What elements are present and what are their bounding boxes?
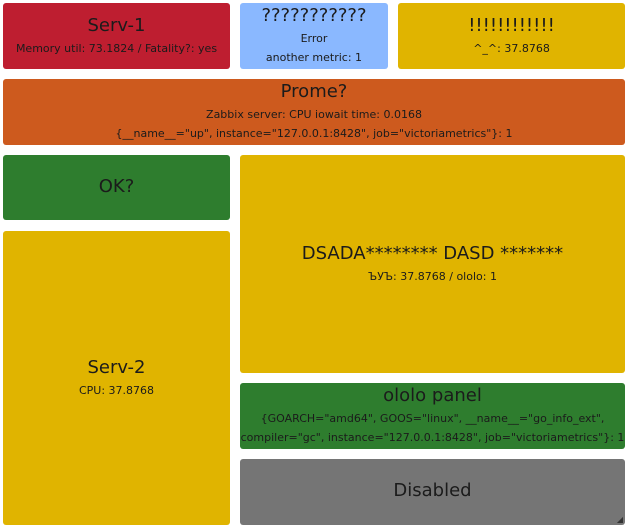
panel-metric-line: another metric: 1 — [265, 51, 363, 64]
resize-handle-icon[interactable]: ◢ — [616, 515, 623, 524]
panel-metric-line: {GOARCH="amd64", GOOS="linux", __name__=… — [260, 412, 605, 425]
panel-title: ??????????? — [261, 5, 367, 26]
panel-metric-line: Memory util: 73.1824 / Fatality?: yes — [15, 41, 218, 55]
panel-dsada[interactable]: DSADA******** DASD ******* ЪУЪ: 37.8768 /… — [240, 155, 625, 373]
panel-title: OK? — [98, 175, 135, 197]
panel-metric-line: ^_^: 37.8768 — [473, 41, 550, 55]
panel-title: Disabled — [393, 480, 472, 501]
panel-metric-line: compiler="gc", instance="127.0.0.1:8428"… — [240, 431, 625, 444]
panel-title: DSADA******** DASD ******* — [301, 242, 564, 264]
panel-ololo[interactable]: ololo panel {GOARCH="amd64", GOOS="linux"… — [240, 383, 625, 449]
panel-question[interactable]: ??????????? Error another metric: 1 — [240, 3, 388, 69]
panel-title: Prome? — [280, 81, 348, 102]
panel-title: ololo panel — [383, 385, 482, 406]
panel-ok[interactable]: OK? — [3, 155, 230, 220]
panel-disabled[interactable]: Disabled ◢ — [240, 459, 625, 525]
panel-title: Serv-2 — [87, 356, 146, 378]
panel-title: !!!!!!!!!!!! — [468, 14, 555, 36]
panel-metric-line: CPU: 37.8768 — [78, 383, 155, 397]
panel-metric-line: {__name__="up", instance="127.0.0.1:8428… — [115, 127, 513, 140]
panel-metric-line: ЪУЪ: 37.8768 / ololo: 1 — [368, 269, 497, 283]
panel-title: Serv-1 — [87, 14, 146, 36]
panel-prome[interactable]: Prome? Zabbix server: CPU iowait time: 0.… — [3, 79, 625, 145]
panel-exclaim[interactable]: !!!!!!!!!!!! ^_^: 37.8768 — [398, 3, 625, 69]
panel-metric-line: Zabbix server: CPU iowait time: 0.0168 — [206, 108, 422, 121]
panel-metric-line: Error — [300, 32, 328, 45]
